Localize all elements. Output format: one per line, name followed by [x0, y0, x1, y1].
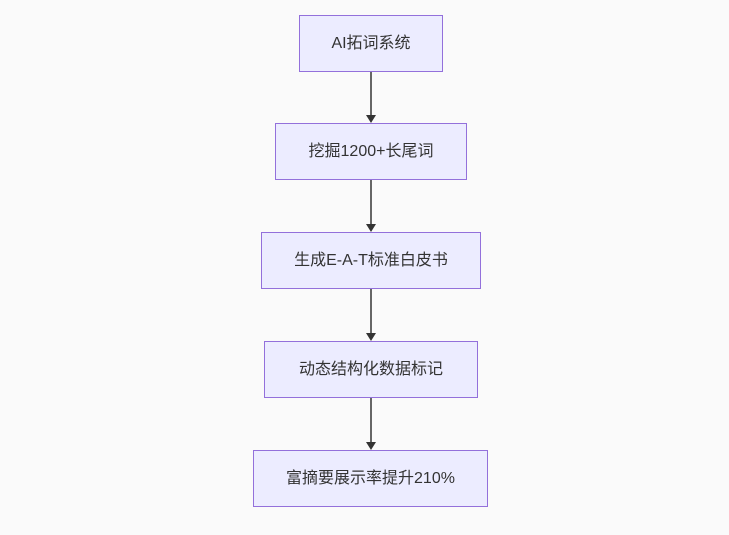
arrow-head-icon — [366, 224, 376, 232]
flowchart-node-ai-keyword-system: AI拓词系统 — [299, 15, 443, 72]
arrow-head-icon — [366, 333, 376, 341]
flowchart-node-longtail-mining: 挖掘1200+长尾词 — [275, 123, 467, 180]
arrow-shaft — [370, 289, 372, 334]
arrow-shaft — [370, 398, 372, 443]
arrow-head-icon — [366, 442, 376, 450]
node-label: 动态结构化数据标记 — [298, 360, 443, 378]
flowchart-node-structured-data-markup: 动态结构化数据标记 — [264, 341, 478, 398]
arrow-down-icon — [366, 180, 376, 232]
node-label: 挖掘1200+长尾词 — [308, 142, 434, 160]
arrow-down-icon — [366, 72, 376, 123]
arrow-shaft — [370, 72, 372, 116]
node-label: AI拓词系统 — [331, 34, 411, 52]
node-label: 生成E-A-T标准白皮书 — [294, 251, 448, 269]
flowchart-node-rich-snippet-result: 富摘要展示率提升210% — [253, 450, 488, 507]
arrow-down-icon — [366, 289, 376, 341]
arrow-down-icon — [366, 398, 376, 450]
arrow-head-icon — [366, 115, 376, 123]
flowchart-node-eat-whitepaper: 生成E-A-T标准白皮书 — [261, 232, 481, 289]
node-label: 富摘要展示率提升210% — [286, 469, 455, 487]
arrow-shaft — [370, 180, 372, 225]
